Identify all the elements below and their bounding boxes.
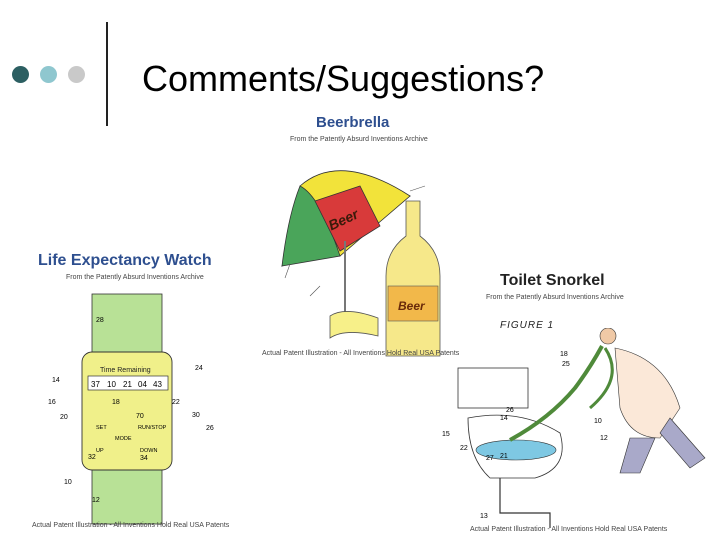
mode-label: MODE [115, 436, 132, 442]
ref-34: 34 [140, 455, 148, 462]
ref-25: 25 [562, 361, 570, 368]
ref-22: 22 [172, 399, 180, 406]
watch-digits: 37 10 21 04 43 [91, 380, 162, 389]
ref-22-snorkel: 22 [460, 445, 468, 452]
ref-28: 28 [96, 317, 104, 324]
snorkel-caption: Actual Patent Illustration - All Inventi… [470, 526, 668, 533]
ref-12-snorkel: 12 [600, 435, 608, 442]
slide-title: Comments/Suggestions? [142, 58, 545, 99]
set-label: SET [96, 425, 107, 431]
snorkel-title: Toilet Snorkel [500, 272, 605, 289]
ref-18: 18 [112, 399, 120, 406]
up-label: UP [96, 448, 104, 454]
digit-4: 43 [153, 380, 162, 389]
watch-subtitle: From the Patently Absurd Inventions Arch… [66, 274, 204, 281]
beerbrella-subtitle: From the Patently Absurd Inventions Arch… [290, 136, 428, 143]
watch-panel: Life Expectancy Watch From the Patently … [30, 248, 260, 538]
digit-3: 04 [138, 380, 147, 389]
ref-10-snorkel: 10 [594, 418, 602, 425]
dot-light-blue [40, 66, 57, 83]
beerbrella-illustration: Beer Beer [281, 170, 441, 357]
ref-15: 15 [442, 431, 450, 438]
digit-1: 10 [107, 380, 116, 389]
ref-26: 26 [206, 425, 214, 432]
run-stop-label: RUN/STOP [138, 425, 167, 431]
digit-2: 21 [123, 380, 132, 389]
ref-18-snorkel: 18 [560, 351, 568, 358]
beerbrella-title: Beerbrella [316, 114, 390, 131]
snorkel-illustration: 18 25 26 14 10 12 15 22 27 13 21 [442, 328, 706, 528]
ref-70: 70 [136, 413, 144, 420]
watch-title: Life Expectancy Watch [38, 252, 212, 269]
watch-caption: Actual Patent Illustration - All Inventi… [32, 522, 230, 529]
ref-30: 30 [192, 412, 200, 419]
beerbrella-panel: Beerbrella From the Patently Absurd Inve… [260, 112, 460, 362]
ref-32: 32 [88, 454, 96, 461]
down-label: DOWN [140, 448, 157, 454]
digit-0: 37 [91, 380, 100, 389]
dot-gray [68, 66, 85, 83]
ref-10: 10 [64, 479, 72, 486]
ref-12: 12 [92, 497, 100, 504]
snorkel-subtitle: From the Patently Absurd Inventions Arch… [486, 294, 624, 301]
ref-21: 21 [500, 453, 508, 460]
watch-illustration: Time Remaining 37 10 21 04 43 SET RUN/ST… [48, 293, 214, 525]
decorative-dots [12, 66, 96, 84]
ref-14-snorkel: 14 [500, 415, 508, 422]
title-divider [106, 22, 108, 126]
bottle-beer-text: Beer [398, 299, 426, 313]
snorkel-figure-label: FIGURE 1 [500, 320, 555, 331]
watch-display-label: Time Remaining [100, 367, 151, 374]
beerbrella-caption: Actual Patent Illustration - All Inventi… [262, 350, 460, 357]
dot-dark [12, 66, 29, 83]
ref-20: 20 [60, 414, 68, 421]
ref-13: 13 [480, 513, 488, 520]
ref-27: 27 [486, 455, 494, 462]
ref-16: 16 [48, 399, 56, 406]
snorkel-panel: Toilet Snorkel From the Patently Absurd … [440, 268, 710, 540]
ref-14: 14 [52, 377, 60, 384]
ref-24: 24 [195, 365, 203, 372]
ref-26-snorkel: 26 [506, 407, 514, 414]
